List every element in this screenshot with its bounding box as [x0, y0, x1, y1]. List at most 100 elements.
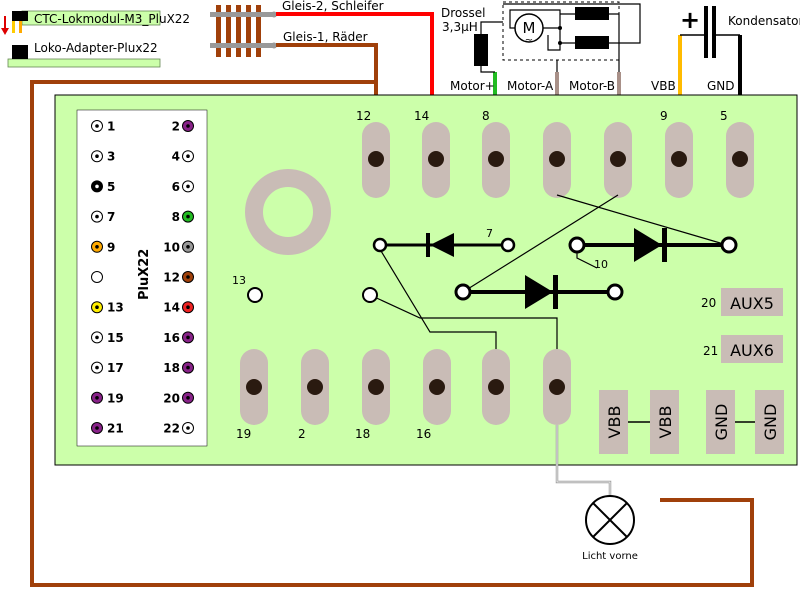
motor-coil-upper: [575, 7, 609, 20]
top-pin-14: 14: [414, 109, 429, 123]
plux-pin-right-18-center: [186, 365, 190, 370]
plux-pin-right-12-center: [186, 275, 190, 279]
bottom-pin-2: 2: [298, 427, 306, 441]
diodes: [372, 228, 738, 309]
drossel-label-2: 3,3µH: [442, 20, 478, 34]
plux-pin-right-label-12: 12: [163, 271, 180, 285]
bottom-pin-16: 16: [416, 427, 431, 441]
plux-pin-right-label-6: 6: [172, 180, 180, 194]
plux-pin-right-label-18: 18: [163, 361, 180, 375]
plux-pin-left-15-center: [95, 335, 99, 340]
gleis2-label: Gleis-2, Schleifer: [282, 0, 384, 13]
aux6-label: AUX6: [730, 341, 774, 360]
legend-module-pin-yellow: [12, 21, 15, 33]
top-pin-9: 9: [660, 109, 668, 123]
plux-pin-right-14-center: [186, 305, 190, 310]
gnd-pad-2: [755, 390, 784, 454]
gleis1-label: Gleis-1, Räder: [283, 30, 368, 44]
motor-block: M ~ Drossel 3,3µH: [441, 1, 641, 73]
plux-pin-left-key: [91, 271, 103, 283]
vbb-pad-1-label: VBB: [605, 406, 624, 439]
vbb-pad-2: [650, 390, 679, 454]
capacitor-plus: +: [680, 6, 700, 34]
label-7: 7: [486, 227, 493, 240]
bottom-pin-18: 18: [355, 427, 370, 441]
red-arrow-icon: [1, 16, 9, 35]
legend-adapter-label: Loko-Adapter-Plux22: [34, 41, 158, 55]
vbb-pad-1: [599, 390, 628, 454]
capacitor-label: Kondensator: [728, 14, 800, 28]
plux-pin-left-label-17: 17: [107, 361, 124, 375]
top-pin-12: 12: [356, 109, 371, 123]
plux-pin-left-label-15: 15: [107, 331, 124, 345]
plux-pin-left-label-7: 7: [107, 210, 115, 224]
motor-symbol: M: [523, 19, 536, 37]
capacitor-icon: + Kondensator: [680, 6, 800, 58]
drossel-label-1: Drossel: [441, 6, 485, 20]
plux-pin-right-label-10: 10: [163, 240, 180, 254]
board-traces: [369, 194, 728, 350]
plux-pin-right-label-14: 14: [163, 301, 180, 315]
aux6-box: [721, 335, 783, 363]
legend-adapter-chip: [12, 45, 28, 59]
legend-module-pin-orange: [19, 21, 22, 33]
gnd-pad-1-label: GND: [712, 404, 731, 441]
track-icon: [210, 5, 277, 57]
plux-pin-right-10-center: [186, 245, 190, 249]
vbb-pad-2-label: VBB: [656, 406, 675, 439]
via-right: [362, 287, 378, 303]
plux-pin-left-3-center: [95, 154, 99, 158]
top-pads: [362, 122, 754, 198]
plux-pin-right-2-center: [186, 124, 190, 128]
bottom-pads: [240, 349, 571, 425]
plux-pin-left-label-9: 9: [107, 240, 115, 254]
plux-pin-right-label-2: 2: [172, 120, 180, 134]
plux-pin-right-label-4: 4: [172, 150, 180, 164]
legend-module-chip: [12, 11, 28, 21]
gleis2-wire: [276, 12, 434, 128]
gleis1-loop-wire: [30, 80, 754, 587]
plux-pin-left-label-5: 5: [107, 180, 115, 194]
mounting-hole-ring: [245, 169, 331, 255]
diode-lower-icon: [525, 275, 553, 309]
plux-pin-right-label-22: 22: [163, 422, 180, 436]
plux-pin-left-label-3: 3: [107, 150, 115, 164]
motor-plus-label: Motor+: [450, 79, 495, 93]
aux6-num: 21: [703, 344, 718, 358]
plux-pin-right-label-8: 8: [172, 210, 180, 224]
aux5-num: 20: [701, 296, 716, 310]
plux-pin-right-20-center: [186, 396, 190, 400]
plux-pin-left-label-19: 19: [107, 391, 124, 405]
drossel-icon: [474, 34, 488, 66]
plux-pin-right-4-center: [186, 154, 190, 158]
legend-adapter-bar: [7, 58, 161, 68]
plux-pin-left-9-center: [95, 245, 99, 249]
aux5-label: AUX5: [730, 294, 774, 313]
diode-upper-icon: [634, 228, 662, 262]
label-13: 13: [232, 274, 246, 287]
gnd-pad-1: [706, 390, 735, 454]
plux-pin-left-17-center: [95, 365, 99, 370]
plux-pin-right-22-center: [186, 426, 190, 430]
aux5-box: [721, 288, 783, 316]
gnd-pad-2-label: GND: [761, 404, 780, 441]
plux-pin-left-21-center: [95, 426, 99, 430]
lamp-label: Licht vorne: [582, 551, 638, 562]
motor-b-label: Motor-B: [569, 79, 615, 93]
power-pads: VBB VBB GND GND: [599, 390, 784, 454]
lamp-icon: [585, 495, 635, 545]
plux-title: PluX22: [137, 249, 152, 300]
bottom-pin-19: 19: [236, 427, 251, 441]
motor-a-label: Motor-A: [507, 79, 554, 93]
plux-pin-left-label-21: 21: [107, 422, 124, 436]
diode-small-icon: [430, 233, 454, 257]
plux-pin-right-label-20: 20: [163, 391, 180, 405]
top-pin-8: 8: [482, 109, 490, 123]
top-pin-5: 5: [720, 109, 728, 123]
legend: CTC-Lokmodul-M3_PluX22 Loko-Adapter-Plux…: [1, 10, 190, 68]
plux-pin-left-1-center: [95, 124, 99, 128]
plux-pin-left-label-13: 13: [107, 301, 124, 315]
motor-coil-lower: [575, 36, 609, 49]
plux-pin-right-6-center: [186, 184, 190, 189]
